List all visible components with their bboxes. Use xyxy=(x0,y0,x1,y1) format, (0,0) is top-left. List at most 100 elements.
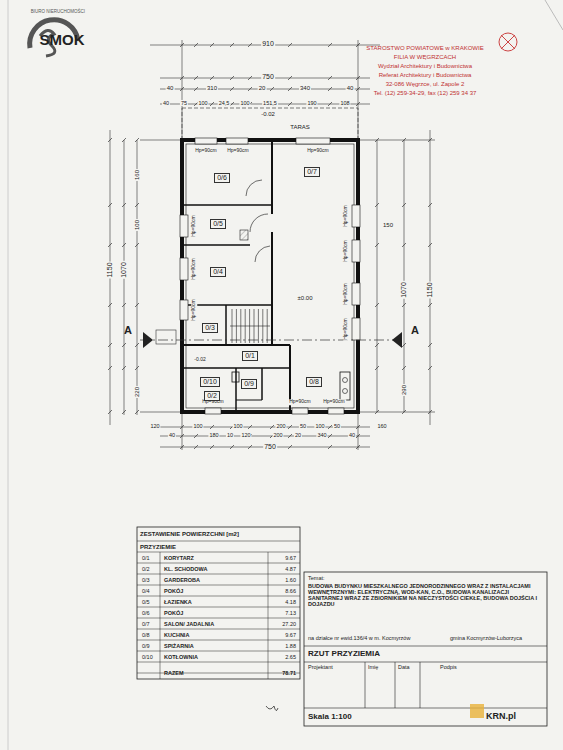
room-number: 0/6 xyxy=(217,174,227,181)
plan-text: 340 xyxy=(299,85,311,92)
windows xyxy=(180,138,360,414)
plan-text: 160 xyxy=(376,423,387,429)
section-line xyxy=(140,332,405,348)
plan-text: 0/6 xyxy=(142,609,150,615)
plan-text: 108 xyxy=(339,100,350,106)
plan-text: A xyxy=(124,324,132,336)
plan-text: 40 xyxy=(346,85,355,92)
plan-text: GARDEROBA xyxy=(164,576,200,582)
plan-text: ŁAZIENKA xyxy=(164,598,192,604)
plan-text: 750 xyxy=(263,443,277,451)
plan-text: Imię xyxy=(368,664,378,670)
plan-text: Data xyxy=(398,664,410,670)
table-rows xyxy=(137,541,300,679)
plan-text: SPIŻARNIA xyxy=(164,642,194,648)
room-label: 0/5 xyxy=(210,219,226,229)
plan-text: 40 xyxy=(166,85,175,92)
plan-text: Hp=90cm xyxy=(191,214,197,238)
plan-text: 20 xyxy=(258,85,267,92)
plan-text: 9.67 xyxy=(285,631,296,637)
plan-text: 750 xyxy=(261,73,275,81)
plan-text: 0/2 xyxy=(142,565,150,571)
plan-text: gmina Kocmyrzów-Luborzyca xyxy=(450,635,522,641)
chimney xyxy=(240,230,248,240)
plan-text: 1070 xyxy=(120,261,128,279)
plan-text: 120 xyxy=(149,423,160,429)
room-label: 0/6 xyxy=(214,173,230,183)
dimension-ticks xyxy=(108,43,432,449)
plan-text: 120 xyxy=(240,432,251,438)
plan-text: BIURO NIERUCHOMOŚCI xyxy=(31,10,85,15)
plan-text: 150 xyxy=(382,222,394,229)
room-number: 0/3 xyxy=(205,324,215,331)
plan-text: 27.20 xyxy=(282,620,296,626)
plan-text: -0.02 xyxy=(193,357,206,363)
plan-text: 100 xyxy=(192,423,203,429)
plan-text: 100 xyxy=(232,423,243,429)
plan-text: 75 xyxy=(180,100,188,106)
plan-text: 8.66 xyxy=(285,587,296,593)
plan-text: 1070 xyxy=(400,281,408,299)
plan-text: Wydział Architektury i Budownictwa xyxy=(378,63,472,70)
plan-text: RAZEM xyxy=(164,670,184,676)
room-label: 0/7 xyxy=(304,167,320,177)
plan-text: Hp=90cm xyxy=(343,204,349,228)
plan-text: 100 xyxy=(239,100,250,106)
plan-text: 0/9 xyxy=(142,642,150,648)
room-number: 0/7 xyxy=(307,168,317,175)
plan-text: 40 xyxy=(162,100,170,106)
room-number: 0/2 xyxy=(207,392,217,399)
dimension-lines xyxy=(110,40,435,450)
plan-text: 1150 xyxy=(106,261,114,278)
plan-text: KORYTARZ xyxy=(164,554,194,560)
room-number: 0/10 xyxy=(203,378,217,385)
title-block xyxy=(304,572,547,726)
room-label: 0/10 xyxy=(200,377,220,387)
plan-text: Hp=90cm xyxy=(194,148,218,154)
room-number: 0/4 xyxy=(213,268,223,275)
plan-text: ±0.00 xyxy=(298,295,313,302)
plan-text: 9.67 xyxy=(285,554,296,560)
plan-text: Projektant xyxy=(308,664,333,670)
plan-text: 0/8 xyxy=(142,631,150,637)
plan-text: POKÓJ xyxy=(164,587,183,593)
stairs xyxy=(230,309,270,343)
plan-text: PRZYZIEMIE xyxy=(140,544,176,551)
plan-text: 0/7 xyxy=(142,620,150,626)
plan-text: 0/5 xyxy=(142,598,150,604)
plan-text: SMOK xyxy=(40,32,85,49)
plan-text: 1150 xyxy=(426,281,434,298)
watermark-icon xyxy=(470,704,484,718)
plan-text: SALON/ JADALNIA xyxy=(164,620,214,626)
plan-text: 0/1 xyxy=(142,554,150,560)
room-label: 0/3 xyxy=(202,323,218,333)
plan-text: 0/10 xyxy=(142,653,153,659)
plan-text: 40 xyxy=(348,432,356,438)
area-table xyxy=(137,527,300,679)
room-label: 0/1 xyxy=(242,351,258,361)
plan-text: Hp=90cm xyxy=(343,239,349,263)
plan-text: 4.18 xyxy=(285,598,296,604)
plan-text: Hp=90cm xyxy=(322,399,346,405)
plan-text: 1.60 xyxy=(285,576,296,582)
plan-text: 100 xyxy=(197,100,208,106)
plan-text: 1.88 xyxy=(285,642,296,648)
plan-text: 200 xyxy=(275,423,286,429)
plan-text: na działce nr ewid.136/4 w m. Kocmyrzów xyxy=(308,635,410,641)
plan-text: Hp=90cm xyxy=(306,148,330,154)
plan-text: 40 xyxy=(168,432,176,438)
plan-text: STAROSTWO POWIATOWE w KRAKOWIE xyxy=(366,45,483,52)
plan-text: Hp=90cm xyxy=(288,399,312,405)
plan-text: Temat: xyxy=(308,575,325,581)
plan-text: 78.71 xyxy=(282,670,296,676)
plan-text: A xyxy=(411,324,419,336)
plan-text: 180 xyxy=(208,432,219,438)
duct xyxy=(156,330,176,344)
plan-text: 24,5 xyxy=(218,100,231,106)
plan-text: POKÓJ xyxy=(164,609,183,615)
plan-text: Skala 1:100 xyxy=(308,713,352,722)
plan-text: TARAS xyxy=(289,124,311,131)
handwriting xyxy=(266,706,278,711)
plan-text: 340 xyxy=(316,432,327,438)
